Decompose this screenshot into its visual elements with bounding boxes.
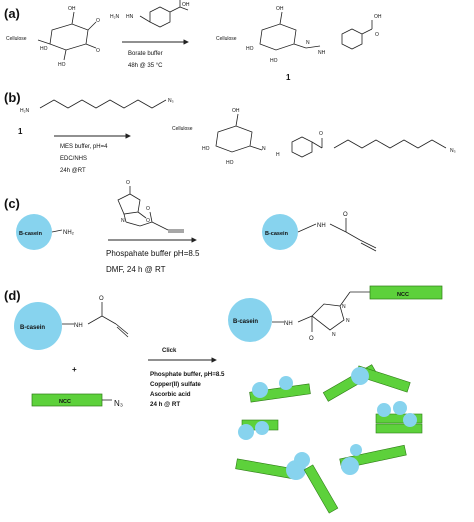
panel-a-cellulose-label: Cellulose	[6, 36, 27, 42]
panel-c-product-o: O	[343, 212, 348, 218]
panel-c-o-right: O	[146, 218, 150, 224]
panel-a-prod-nh: NH	[318, 50, 326, 56]
panel-a-ho-bottom: HO	[58, 62, 66, 68]
panel-a-prod-cellulose: Cellulose	[216, 36, 237, 42]
panel-c-nhs-ester	[117, 186, 184, 233]
panel-a-prod-n: N	[306, 40, 310, 46]
panel-a-h2n: H₂N	[110, 14, 120, 20]
panel-d-product-n1: N	[342, 304, 346, 310]
panel-a-prod-ho: HO	[246, 46, 254, 52]
panel-b-prod-ho2: HO	[226, 160, 234, 166]
panel-c-cond2: DMF, 24 h @ RT	[106, 265, 166, 274]
panel-a-cellulose-ring	[37, 11, 97, 61]
panel-c-nh2: NH₂	[63, 230, 75, 236]
panel-b-h2n: H₂N	[20, 108, 30, 114]
panel-a-ho-left: HO	[40, 46, 48, 52]
panel-d-label: (d)	[4, 288, 21, 303]
panel-b-cond1: MES buffer, pH=4	[60, 144, 108, 150]
panel-c-o-top: O	[126, 180, 130, 186]
panel-d-ncc-label: NCC	[59, 399, 71, 405]
panel-d-reactant-nh: NH	[74, 323, 83, 329]
panel-c-cond1: Phospahate buffer pH=8.5	[106, 249, 200, 258]
panel-d-plus: +	[72, 365, 77, 374]
panel-a-o-aldehyde: O	[96, 18, 100, 24]
panel-b-prod-n3: N₃	[450, 148, 456, 154]
panel-c-label: (c)	[4, 196, 20, 211]
panel-b-cond3: 24h @RT	[60, 168, 86, 174]
panel-a-label: (a)	[4, 6, 20, 21]
panel-c-product-alkyne	[297, 218, 377, 252]
panel-b-prod-n: N	[262, 146, 266, 152]
panel-b-prod-h: H	[276, 152, 280, 158]
panel-a-o-aldehyde2: O	[96, 48, 100, 54]
panel-a-reagent-oh: OH	[182, 2, 190, 8]
panel-a-compound-number: 1	[286, 73, 291, 82]
panel-d-reactant-o: O	[99, 296, 104, 302]
panel-d-casein-label: B-casein	[20, 325, 45, 331]
panel-c-o-ester: O	[146, 206, 150, 212]
panel-a-prod-o: O	[375, 32, 379, 38]
panel-d-product-casein	[228, 298, 272, 342]
panel-d-casein-sphere	[14, 302, 62, 350]
panel-b-prod-oh: OH	[232, 108, 240, 114]
panel-c-product-nh: NH	[317, 223, 326, 229]
panel-d-reactant-alkyne	[62, 302, 129, 338]
panel-c-product-casein	[262, 214, 298, 250]
panel-b-prod-cellulose: Cellulose	[172, 126, 193, 132]
panel-d-product-ncc-label: NCC	[397, 292, 409, 298]
panel-c-n: N	[121, 218, 125, 224]
panel-d-nanocrystal-cartoons	[235, 364, 423, 514]
panel-d-product-casein-label: B-casein	[233, 319, 258, 325]
panel-d-cond2: Copper(II) sulfate	[150, 381, 201, 388]
panel-b-n3: N₃	[168, 98, 174, 104]
panel-d-cond4: 24 h @ RT	[150, 401, 180, 408]
panel-c-casein-label: B-casein	[19, 231, 43, 237]
panel-d-cond1: Phosphate buffer, pH=8.5	[150, 371, 225, 378]
panel-d-arrow-label: Click	[162, 348, 177, 354]
panel-b-label: (b)	[4, 90, 21, 105]
panel-a-product	[259, 11, 373, 51]
panel-b-prod-ho: HO	[202, 146, 210, 152]
panel-d-product-o: O	[309, 336, 314, 342]
panel-a-oh-top: OH	[68, 6, 76, 12]
panel-d-product-nh: NH	[284, 321, 293, 327]
panel-d-product-ncc	[369, 285, 443, 300]
panel-c-casein-sphere	[16, 214, 52, 250]
panel-d-product-n2: N	[346, 318, 350, 324]
panel-b-prod-o: O	[319, 131, 323, 137]
panel-a-hydrazine-reagent	[139, 0, 189, 28]
panel-a-cond1: Borate buffer	[128, 51, 163, 57]
panel-a-prod-oh: OH	[276, 6, 284, 12]
panel-a-hn: HN	[126, 14, 134, 20]
panel-d-cond3: Ascorbic acid	[150, 391, 191, 398]
panel-b-cond2: EDC/NHS	[60, 156, 87, 162]
panel-c-product-casein-label: B-casein	[265, 231, 289, 237]
panel-d-product-n3: N	[332, 332, 336, 338]
panel-a-prod-ho2: HO	[270, 58, 278, 64]
panel-d-n3: N₃	[114, 399, 123, 408]
panel-b-peg-linker	[39, 99, 167, 109]
panel-b-product	[215, 113, 447, 158]
panel-d-product-triazole	[272, 291, 370, 332]
panel-b-compound-number: 1	[18, 127, 23, 136]
panel-a-cond2: 48h @ 35 °C	[128, 63, 163, 69]
panel-a-prod-oh2: OH	[374, 14, 382, 20]
